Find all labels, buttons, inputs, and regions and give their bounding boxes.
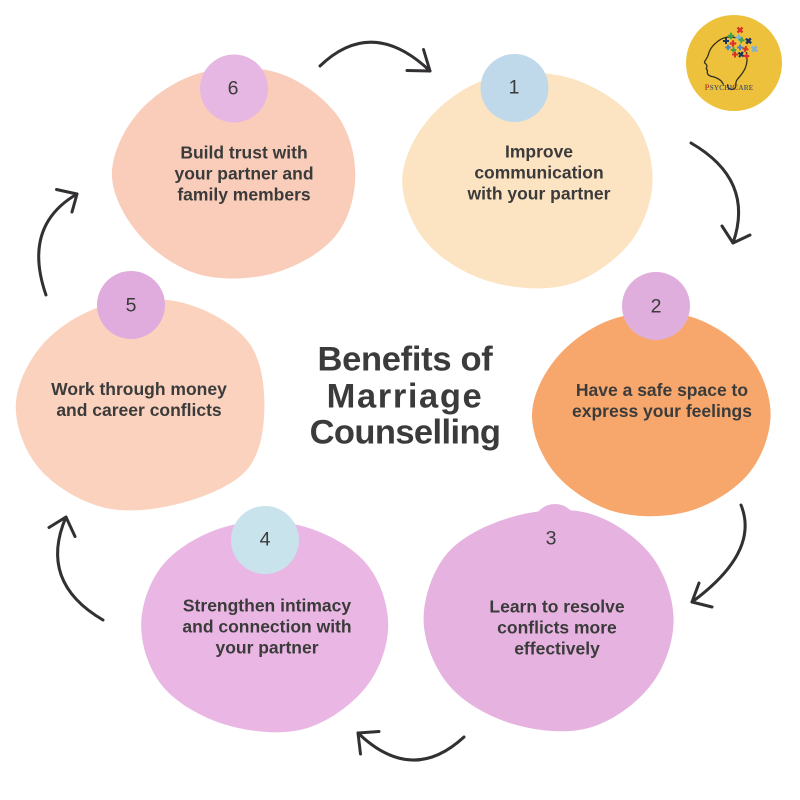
svg-text:PSYCHICARE: PSYCHICARE	[705, 82, 754, 92]
